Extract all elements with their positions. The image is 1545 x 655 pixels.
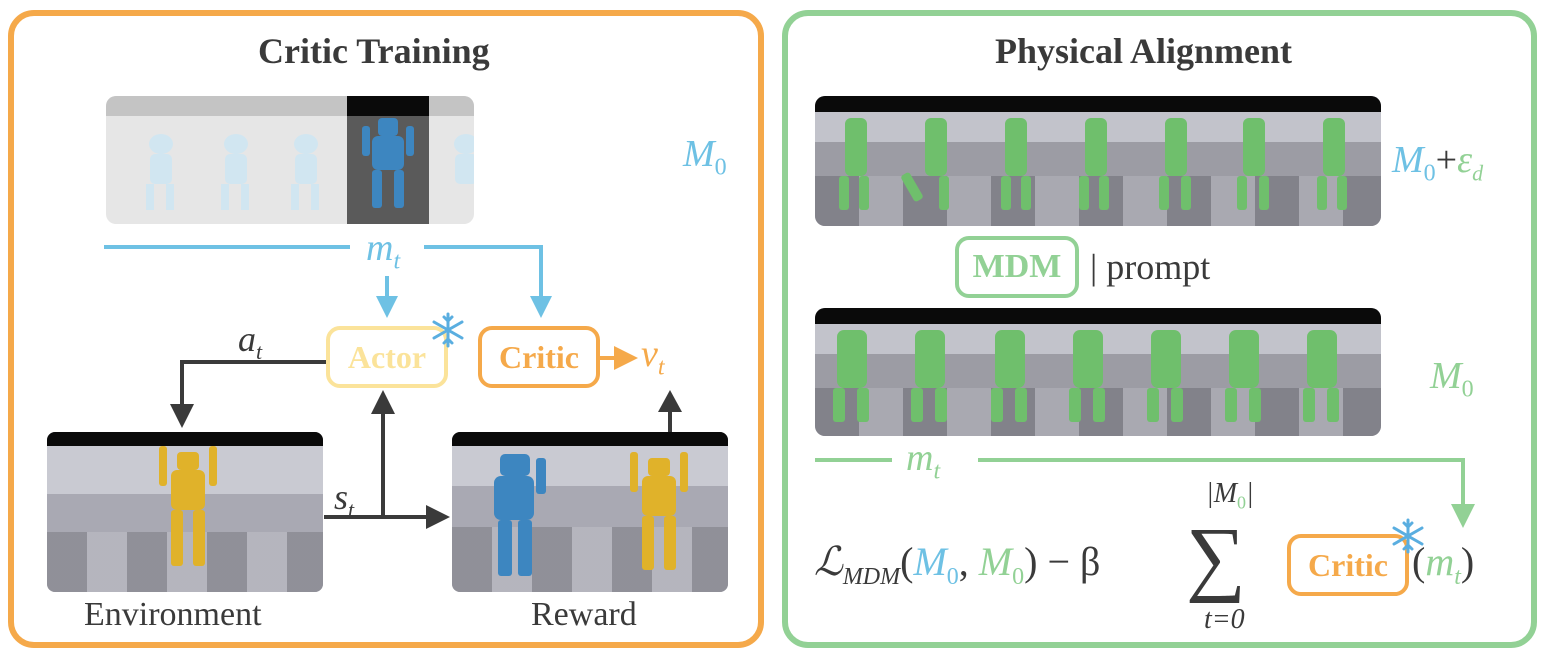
environment-label: Environment xyxy=(84,596,262,633)
snowflake-icon xyxy=(1392,518,1424,554)
snowflake-icon xyxy=(432,312,464,348)
at-label: at xyxy=(238,319,263,365)
actor-box: Actor xyxy=(326,326,448,388)
sum-symbol: ∑ xyxy=(1186,511,1246,604)
mt-label-right: mt xyxy=(906,437,941,485)
prompt-label: | prompt xyxy=(1090,247,1211,287)
mdm-box: MDM xyxy=(955,236,1079,298)
st-label: st xyxy=(334,477,355,523)
motion-m0-label: M0 xyxy=(683,133,727,181)
critic-box-left: Critic xyxy=(478,326,600,388)
noisy-motion-strip xyxy=(815,96,1381,226)
generated-m0-label: M0 xyxy=(1430,355,1474,403)
vt-label: vt xyxy=(641,333,665,381)
mt-label-left: mt xyxy=(360,226,407,276)
critic-box-right: Critic xyxy=(1287,534,1409,596)
noisy-motion-label: M0+εd xyxy=(1392,139,1484,187)
sum-upper-limit: |M0| xyxy=(1206,478,1254,513)
physical-alignment-panel xyxy=(782,10,1537,648)
critic-argument: (mt) xyxy=(1412,539,1475,590)
generated-motion-strip xyxy=(815,308,1381,436)
physical-alignment-title: Physical Alignment xyxy=(995,31,1293,71)
reference-motion-strip xyxy=(106,96,474,224)
sum-lower-limit: t=0 xyxy=(1204,604,1245,635)
reward-label: Reward xyxy=(531,596,637,633)
reward-image xyxy=(452,432,728,592)
environment-image xyxy=(47,432,323,592)
critic-training-title: Critic Training xyxy=(258,31,490,71)
loss-formula: ℒMDM(M0, M0) − β xyxy=(814,539,1101,590)
critic-training-panel xyxy=(8,10,764,648)
